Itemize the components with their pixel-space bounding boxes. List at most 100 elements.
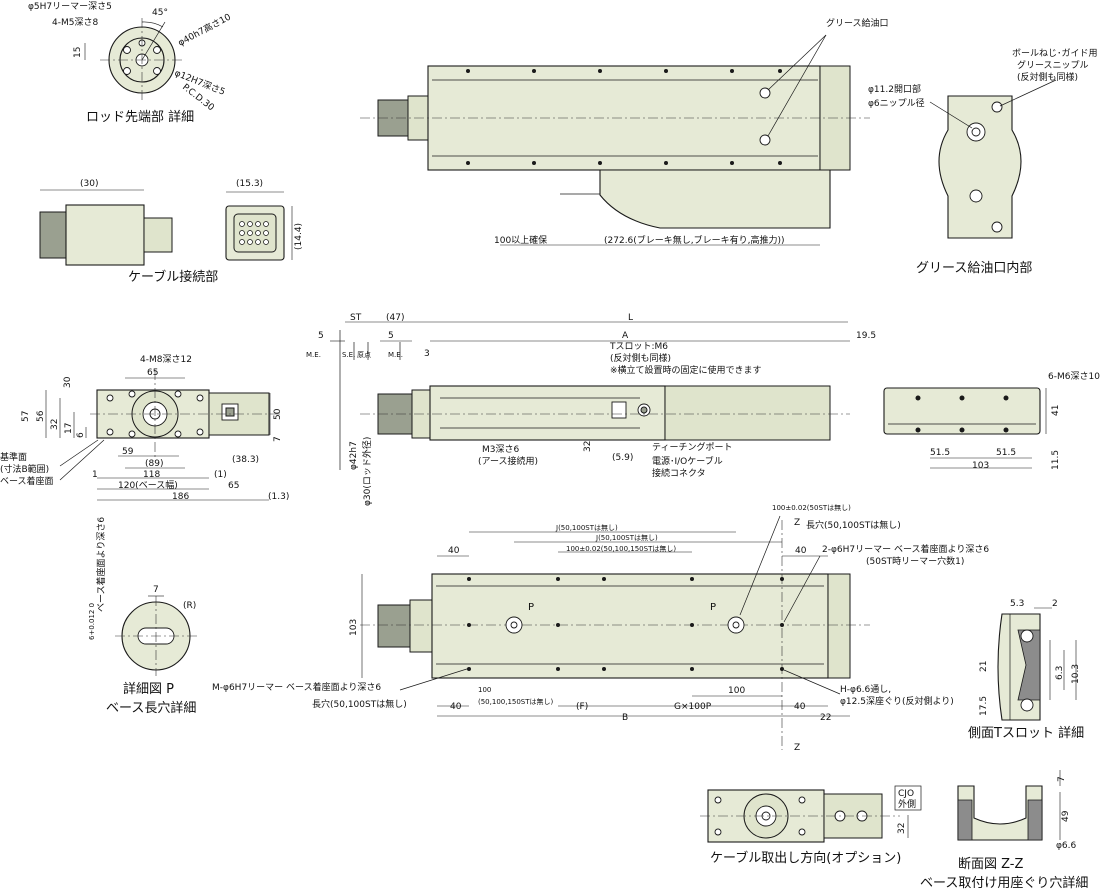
bottom-label-22: G×100P: [674, 702, 712, 712]
rod-label-1: 4-M5深さ8: [52, 17, 98, 28]
grease-label-0: ボールねじ･ガイド用: [1012, 48, 1098, 59]
bottom-label-13: M-φ6H7リーマー ベース着座面より深さ6: [212, 681, 381, 693]
cable-option-label-1: 外側: [898, 798, 916, 810]
grease-label-1: グリースニップル: [1017, 59, 1089, 71]
bottom-label-21: (F): [576, 702, 588, 712]
slot-label-0: 6+0.012 0: [88, 603, 96, 640]
bottom-label-20: 40: [450, 702, 462, 712]
side-label-17: M3深さ6: [482, 444, 519, 455]
bottom-label-1: Z: [794, 518, 800, 528]
side-label-5: A: [622, 331, 629, 341]
front-label-0: 4-M8深さ12: [140, 354, 192, 365]
front-label-2: 30: [63, 376, 73, 388]
side-label-14: ※横立て設置時の固定に使用できます: [610, 364, 762, 376]
side-label-0: 5: [318, 331, 324, 341]
side-label-2: (47): [386, 313, 404, 323]
front-label-15: 65: [228, 481, 239, 491]
end-view: 6-M6深さ10 41 51.5 51.5 103 11.5: [883, 371, 1100, 471]
cable-option-label-2: 32: [897, 823, 907, 834]
side-label-21: ティーチングポート: [652, 441, 732, 453]
side-label-15: φ42h7: [349, 441, 359, 470]
bottom-label-6: 40: [448, 546, 460, 556]
front-label-14: (1): [214, 470, 227, 480]
grease-label-3: φ11.2開口部: [868, 83, 921, 95]
slot-detail-subtitle: ベース長穴詳細: [106, 700, 196, 716]
front-label-10: 118: [143, 470, 160, 480]
slot-label-2: 7: [153, 585, 159, 595]
rod-label-2: 45°: [152, 8, 168, 18]
rod-tip-detail: φ5H7リーマー深さ5 4-M5深さ8 45° φ40h7高さ10 15 φ12…: [28, 1, 233, 125]
cable-connection-title: ケーブル接続部: [128, 269, 218, 285]
side-label-16: φ30(ロッド外径): [361, 437, 373, 506]
bottom-label-23: 40: [794, 702, 806, 712]
tslot-label-5: 17.5: [979, 696, 989, 716]
end-label-0: 6-M6深さ10: [1048, 371, 1100, 382]
cable-option-view: CJO 外側 32 ケーブル取出し方向(オプション): [700, 785, 922, 866]
front-label-4: 56: [36, 410, 46, 422]
front-label-3: 57: [21, 411, 31, 422]
side-label-22: 電源･I/Oケーブル: [652, 455, 723, 467]
cable-label-1: (15.3): [236, 179, 263, 189]
bottom-label-18: φ12.5深座ぐり(反対側より): [840, 695, 954, 707]
top-label-2: (272.6(ブレーキ無し,ブレーキ有り,高推力)): [604, 234, 785, 246]
front-label-11: 120(ベース幅): [118, 479, 178, 491]
side-label-9: 原点: [357, 351, 371, 359]
bottom-view: 100±0.02(50STは無し) Z 長穴(50,100STは無し) J(50…: [212, 503, 989, 753]
tslot-label-4: 10.3: [1071, 664, 1081, 684]
bottom-label-24: 22: [820, 713, 831, 723]
grease-inlet-detail: ボールねじ･ガイド用 グリースニップル (反対側も同様) φ11.2開口部 φ6…: [868, 48, 1098, 276]
rod-label-3: φ40h7高さ10: [176, 11, 233, 49]
front-label-20: 基準面: [0, 451, 27, 463]
front-label-7: 6: [76, 432, 86, 438]
front-label-16: (38.3): [232, 455, 259, 465]
front-view: 4-M8深さ12 65 30 57 56 32 17 6 59 (89) 118…: [0, 354, 289, 502]
front-label-22: ベース着座面: [0, 475, 54, 487]
grease-label-2: (反対側も同様): [1017, 71, 1078, 83]
bottom-label-3: J(50,100STは無し): [555, 523, 618, 532]
bottom-label-9: (50ST時リーマー穴数1): [866, 555, 964, 567]
front-label-9: (89): [145, 459, 163, 469]
tslot-detail: 5.3 2 21 6.3 10.3 17.5 側面Tスロット 詳細: [968, 599, 1084, 741]
section-label-1: 49: [1061, 810, 1071, 822]
front-label-1: 65: [147, 368, 158, 378]
bottom-label-2: 長穴(50,100STは無し): [806, 519, 901, 531]
top-view: グリース給油口 100以上確保 (272.6(ブレーキ無し,ブレーキ有り,高推力…: [360, 17, 889, 246]
slot-detail-title: 詳細図 P: [123, 681, 174, 697]
front-label-21: (寸法B範囲): [0, 463, 49, 475]
cable-option-label-0: CJO: [898, 789, 914, 799]
side-label-19: 32: [583, 441, 593, 452]
section-zz: 7 49 φ6.6 断面図 Z-Z ベース取付け用座ぐり穴詳細: [920, 770, 1088, 891]
front-label-13: 1: [92, 470, 98, 480]
tslot-label-3: 6.3: [1055, 666, 1065, 680]
bottom-label-17: H-φ6.6通し,: [840, 684, 891, 695]
bottom-label-0: 100±0.02(50STは無し): [772, 503, 851, 512]
bottom-label-7: 40: [795, 546, 807, 556]
end-label-3: 51.5: [996, 448, 1016, 458]
front-label-5: 32: [50, 419, 60, 430]
side-label-20: (5.9): [612, 453, 633, 463]
cable-label-0: (30): [80, 179, 98, 189]
side-label-7: M.E.: [306, 351, 321, 359]
bottom-label-4: J(50,100STは無し): [595, 533, 658, 542]
slot-detail-p: 6+0.012 0 ベース着座面より深さ6 7 (R) 詳細図 P ベース長穴詳…: [88, 517, 200, 716]
rod-label-4: 15: [73, 47, 83, 58]
bottom-label-8: 2-φ6H7リーマー ベース着座面より深さ6: [822, 543, 989, 555]
side-label-1: ST: [350, 313, 362, 323]
front-label-19: 7: [273, 436, 283, 442]
side-label-4: L: [628, 313, 633, 323]
rod-label-0: φ5H7リーマー深さ5: [28, 1, 112, 12]
section-label-2: φ6.6: [1056, 841, 1077, 851]
tslot-label-2: 21: [979, 661, 989, 672]
front-label-6: 17: [64, 423, 74, 434]
end-label-2: 51.5: [930, 448, 950, 458]
front-label-8: 59: [122, 447, 134, 457]
slot-label-1: ベース着座面より深さ6: [95, 517, 107, 612]
bottom-label-19: 長穴(50,100STは無し): [312, 698, 407, 710]
front-label-18: 50: [273, 408, 283, 420]
tslot-detail-title: 側面Tスロット 詳細: [968, 725, 1084, 741]
side-label-3: 5: [388, 331, 394, 341]
bottom-label-5: 100±0.02(50,100,150STは無し): [566, 544, 676, 553]
bottom-label-14: 100: [478, 686, 491, 694]
side-label-13: (反対側も同様): [610, 352, 671, 364]
